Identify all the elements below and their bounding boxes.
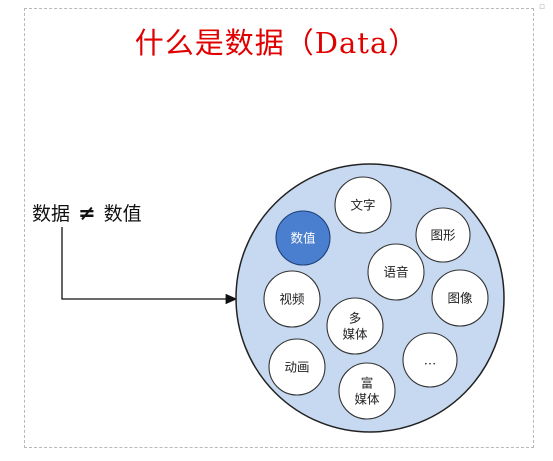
bubble-ellipsis: … [402, 332, 458, 388]
connector-arrow [61, 227, 238, 305]
label-word-data: 数据 [32, 203, 71, 225]
bubble-label: 富 [361, 376, 374, 391]
bubble-donghua: 动画 [268, 338, 326, 396]
bubble-circle [334, 176, 392, 234]
bubble-label: 动画 [284, 360, 309, 375]
bubble-tuxiang: 图像 [431, 269, 489, 327]
bubble-fumeiti: 富媒体 [338, 362, 396, 420]
bubble-label: 图形 [430, 228, 456, 243]
bubble-circle [367, 243, 425, 301]
bubble-label: 视频 [279, 292, 305, 307]
bubble-circle [431, 269, 489, 327]
bubble-wenzi: 文字 [334, 176, 392, 234]
data-not-equal-number-label: 数据 ≠ 数值 [32, 199, 142, 226]
bubble-duomeiti: 多媒体 [326, 297, 384, 355]
bubble-label: 数值 [290, 231, 315, 246]
bubble-circle [415, 207, 471, 263]
label-word-number: 数值 [103, 203, 142, 225]
slide-title: 什么是数据（Data） [134, 26, 419, 60]
bubble-circle [268, 338, 326, 396]
bubble-label: 语音 [383, 265, 408, 280]
bubble-label: 媒体 [342, 327, 368, 342]
corner-mark: ▫ [538, 2, 545, 12]
bubble-tuxing: 图形 [415, 207, 471, 263]
bubble-label: 图像 [447, 291, 473, 306]
bubble-label: 多 [349, 311, 362, 326]
bubble-circle [275, 210, 331, 266]
bubble-circle [338, 362, 396, 420]
bubble-circle [402, 332, 458, 388]
bubble-circle [263, 270, 321, 328]
bubbles-layer: 数值文字图形语音视频图像多媒体动画…富媒体 [263, 176, 489, 420]
bubble-yuyin: 语音 [367, 243, 425, 301]
slide-frame [24, 8, 534, 448]
bubble-label: … [424, 353, 437, 368]
not-equal-sign: ≠ [78, 201, 96, 225]
bubble-shuzhi: 数值 [275, 210, 331, 266]
bubble-label: 文字 [350, 198, 375, 213]
bubble-label: 媒体 [354, 392, 380, 407]
bubble-circle [326, 297, 384, 355]
bubble-shipin: 视频 [263, 270, 321, 328]
